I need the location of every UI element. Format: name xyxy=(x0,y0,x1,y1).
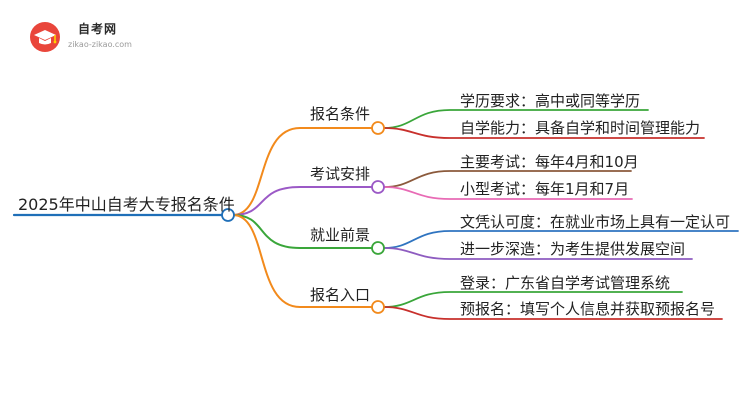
leaf-connector xyxy=(383,127,705,139)
leaf-label-minor-exams: 小型考试：每年1月和7月 xyxy=(460,180,630,198)
leaf-label-login: 登录：广东省自学考试管理系统 xyxy=(460,274,671,292)
branch-connector xyxy=(232,214,373,249)
leaf-label-further-study: 进一步深造：为考生提供发展空间 xyxy=(460,240,686,258)
branch-connector xyxy=(232,127,373,216)
branch-connector xyxy=(232,214,373,308)
leaf-label-diploma-recognition: 文凭认可度：在就业市场上具有一定认可 xyxy=(460,213,731,231)
leaf-label-education-requirement: 学历要求：高中或同等学历 xyxy=(460,92,641,110)
branch-node xyxy=(371,121,385,135)
branch-label-career-prospects: 就业前景 xyxy=(310,226,371,244)
root-node-label: 2025年中山自考大专报名条件 xyxy=(18,195,235,214)
leaf-connector xyxy=(383,247,693,260)
site-logo: 自考网 zikao-zikao.com xyxy=(28,18,168,54)
branch-node xyxy=(371,180,385,194)
branch-label-exam-schedule: 考试安排 xyxy=(310,165,371,183)
leaf-label-pre-registration: 预报名：填写个人信息并获取预报名号 xyxy=(460,300,716,318)
graduation-cap-icon xyxy=(30,22,60,52)
leaf-connector xyxy=(383,109,649,129)
leaf-connector xyxy=(383,170,632,188)
leaf-connector xyxy=(383,186,633,200)
branch-connector xyxy=(232,186,373,216)
leaf-connector xyxy=(383,306,723,320)
branch-node xyxy=(371,241,385,255)
branch-label-registration-portal: 报名入口 xyxy=(310,286,371,304)
logo-name: 自考网 xyxy=(78,22,118,36)
branch-label-registration-conditions: 报名条件 xyxy=(310,105,371,123)
leaf-label-self-study-ability: 自学能力：具备自学和时间管理能力 xyxy=(460,119,701,137)
branch-node xyxy=(371,300,385,314)
root-node xyxy=(221,208,235,222)
leaf-connector xyxy=(383,230,739,249)
logo-url: zikao-zikao.com xyxy=(68,40,132,49)
leaf-label-main-exams: 主要考试：每年4月和10月 xyxy=(460,153,639,171)
leaf-connector xyxy=(383,291,683,308)
